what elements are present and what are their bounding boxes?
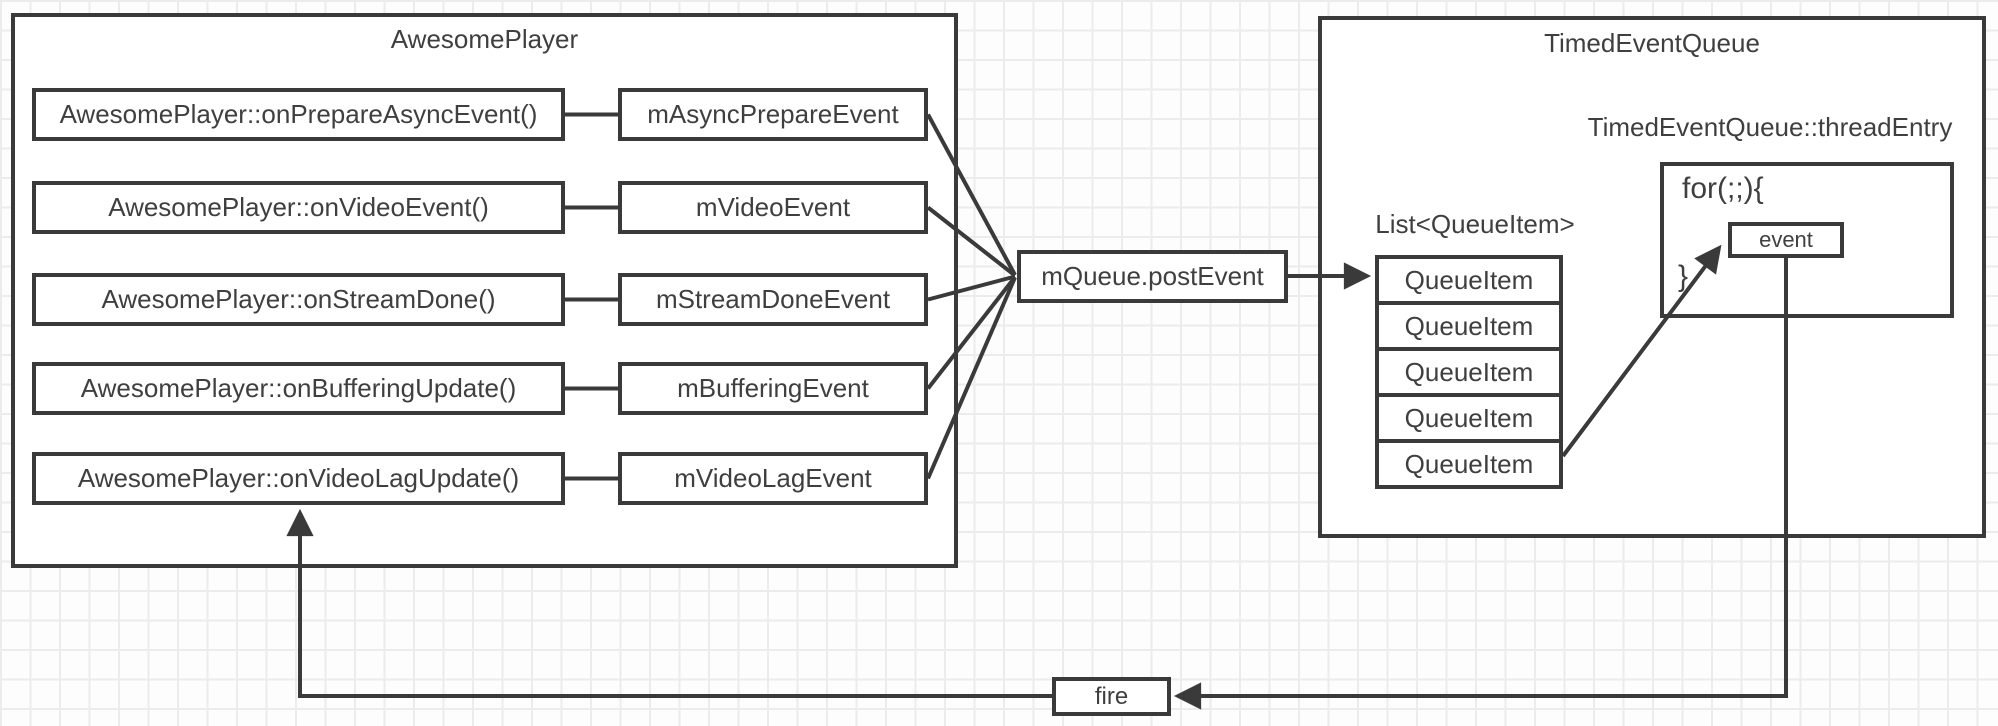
method-label-prepare-async: AwesomePlayer::onPrepareAsyncEvent() xyxy=(59,99,538,129)
event-label-async-prepare: mAsyncPrepareEvent xyxy=(647,99,899,129)
event-box-label: event xyxy=(1759,227,1813,252)
event-box-stream-done: mStreamDoneEvent xyxy=(618,273,928,326)
queueitem-cell: QueueItem xyxy=(1404,448,1534,479)
method-box-video-event: AwesomePlayer::onVideoEvent() xyxy=(32,181,565,234)
event-box-buffering: mBufferingEvent xyxy=(618,362,928,415)
timed-event-queue-title: TimedEventQueue xyxy=(1544,28,1760,58)
method-label-stream-done: AwesomePlayer::onStreamDone() xyxy=(101,284,496,314)
method-box-stream-done: AwesomePlayer::onStreamDone() xyxy=(32,273,565,326)
event-box-video-lag: mVideoLagEvent xyxy=(618,452,928,505)
queueitem-cell: QueueItem xyxy=(1379,397,1559,443)
fire-label: fire xyxy=(1094,682,1129,710)
method-box-buffering-update: AwesomePlayer::onBufferingUpdate() xyxy=(32,362,565,415)
queueitem-cell: QueueItem xyxy=(1379,305,1559,351)
event-box-async-prepare: mAsyncPrepareEvent xyxy=(618,88,928,141)
queueitem-cell: QueueItem xyxy=(1379,259,1559,305)
method-box-video-lag-update: AwesomePlayer::onVideoLagUpdate() xyxy=(32,452,565,505)
method-label-video-event: AwesomePlayer::onVideoEvent() xyxy=(108,192,489,222)
mqueue-postevent-box: mQueue.postEvent xyxy=(1017,250,1288,303)
for-loop-close: } xyxy=(1678,260,1689,293)
event-label-video-lag: mVideoLagEvent xyxy=(674,463,872,493)
fire-box: fire xyxy=(1052,677,1171,716)
event-label-stream-done: mStreamDoneEvent xyxy=(655,284,891,314)
event-box: event xyxy=(1728,222,1844,258)
event-label-video: mVideoEvent xyxy=(695,192,851,222)
method-label-buffering-update: AwesomePlayer::onBufferingUpdate() xyxy=(80,373,517,403)
thread-entry-label: TimedEventQueue::threadEntry xyxy=(1587,112,1953,142)
event-box-video: mVideoEvent xyxy=(618,181,928,234)
method-box-prepare-async: AwesomePlayer::onPrepareAsyncEvent() xyxy=(32,88,565,141)
method-label-video-lag-update: AwesomePlayer::onVideoLagUpdate() xyxy=(77,463,520,493)
awesome-player-title: AwesomePlayer xyxy=(390,24,579,54)
for-loop-open: for(;;){ xyxy=(1682,172,1764,205)
queueitem-cell: QueueItem xyxy=(1379,351,1559,397)
queueitem-stack: QueueItem QueueItem QueueItem QueueItem … xyxy=(1375,255,1563,489)
mqueue-postevent-label: mQueue.postEvent xyxy=(1041,261,1264,291)
event-label-buffering: mBufferingEvent xyxy=(677,373,869,403)
list-queueitem-label: List<QueueItem> xyxy=(1375,209,1575,239)
